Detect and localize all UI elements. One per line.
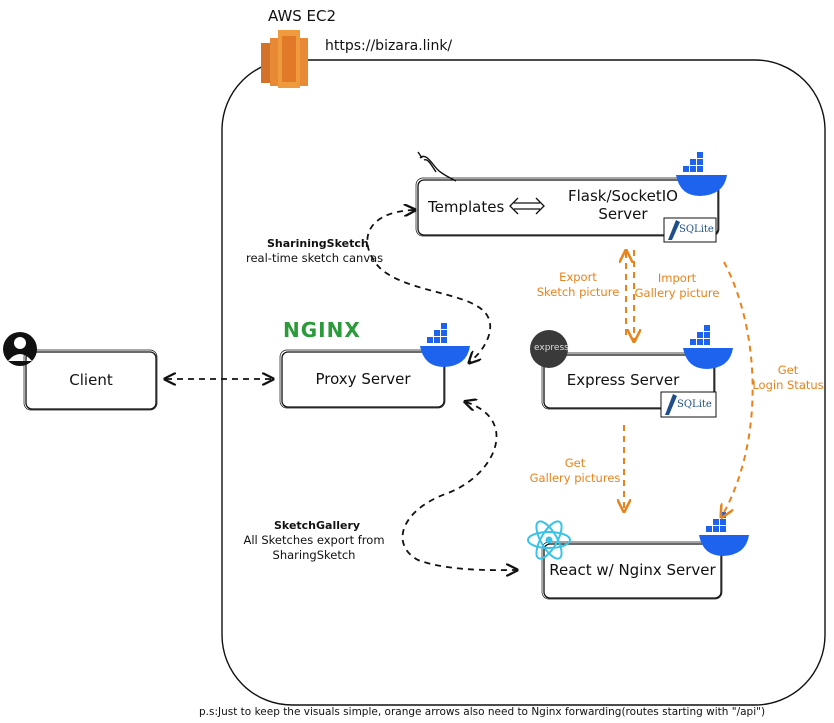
user-icon — [3, 332, 37, 366]
docker-icon-express — [683, 325, 733, 369]
ec2-title: AWS EC2 — [268, 7, 337, 25]
sharing-title: ShariningSketch — [267, 237, 369, 250]
client-label: Client — [69, 371, 113, 389]
gallery-desc: All Sketches export from SharingSketch — [243, 533, 385, 562]
sqlite-label-flask: SQLite — [679, 224, 714, 235]
express-logo-circle — [530, 330, 568, 368]
sqlite-icon-flask — [663, 217, 717, 243]
nginx-logo: NGINX — [283, 318, 361, 342]
templates-flask-arrow — [509, 197, 545, 215]
proxy-box — [279, 349, 446, 409]
export-label: Export Sketch picture — [536, 270, 620, 299]
templates-label: Templates — [428, 198, 505, 216]
express-box — [541, 352, 716, 410]
sqlite-icon-express — [660, 391, 717, 418]
get-gallery-label: Get Gallery pictures — [529, 456, 621, 485]
proxy-templates-arrow — [366, 210, 492, 362]
ec2-url: https://bizara.link/ — [325, 38, 453, 54]
express-label: Express Server — [566, 371, 680, 389]
express-logo-text: express — [534, 343, 569, 353]
footnote: p.s:Just to keep the visuals simple, ora… — [199, 706, 766, 718]
docker-icon-proxy — [420, 323, 470, 367]
aws-ec2-icon — [261, 30, 308, 88]
proxy-label: Proxy Server — [315, 370, 411, 388]
sharing-desc: real-time sketch canvas — [246, 251, 384, 265]
react-icon — [527, 520, 571, 560]
flask-icon — [417, 151, 457, 182]
react-label: React w/ Nginx Server — [549, 561, 716, 579]
docker-icon-flask — [676, 152, 727, 196]
get-login-label: Get Login Status — [752, 363, 824, 392]
react-box — [541, 541, 723, 600]
import-label: Import Gallery picture — [634, 271, 720, 300]
docker-icon-react — [699, 512, 749, 556]
sqlite-label-express: SQLite — [677, 399, 712, 410]
proxy-react-arrow — [401, 402, 516, 570]
gallery-title: SketchGallery — [274, 519, 361, 532]
client-box — [23, 349, 158, 411]
flask-label: Flask/SocketIO Server — [568, 187, 678, 223]
